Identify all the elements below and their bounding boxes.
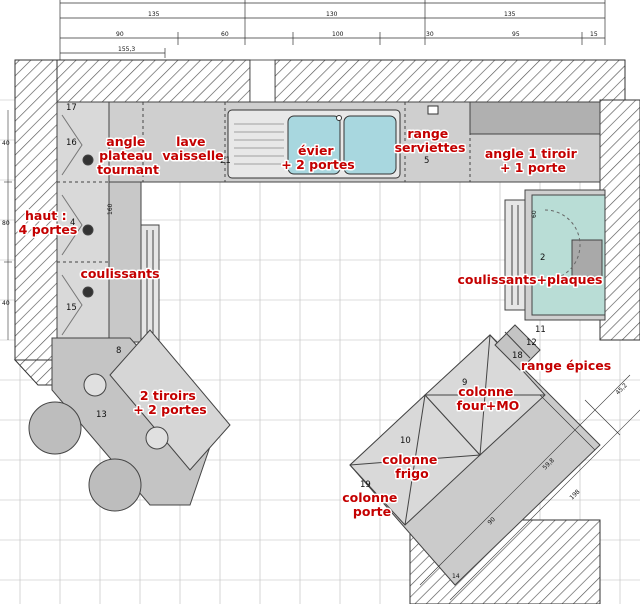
left-counter-drawers	[108, 181, 160, 343]
label-coulissants: coulissants	[80, 266, 159, 281]
num-5: 5	[424, 156, 429, 166]
dim-left-40b: 40	[2, 300, 10, 307]
num-12: 12	[526, 338, 537, 348]
walls	[13, 59, 640, 604]
tall-columns	[349, 324, 601, 586]
cabinet-numbers: 17 16 4 15 21 5 2 11 12 18 9 10 19 13 8	[66, 103, 546, 490]
num-21: 21	[220, 156, 231, 166]
label-angle-plateau: angle plateau tournant	[97, 134, 159, 177]
annotations: angle plateau tournant lave vaisselle év…	[17, 125, 612, 521]
dim-15: 15	[590, 31, 598, 38]
dim-30: 30	[426, 31, 434, 38]
island	[28, 329, 231, 512]
top-dimension-lines	[59, 0, 606, 60]
dim-14: 14	[452, 573, 460, 580]
label-lave-vaisselle: lave vaisselle	[162, 134, 223, 163]
dim-100: 100	[332, 31, 344, 38]
left-dimension-lines	[4, 110, 12, 340]
sink	[227, 109, 401, 179]
dim-90: 90	[116, 31, 124, 38]
dim-45-b: 45,2	[614, 382, 629, 397]
num-17: 17	[66, 103, 77, 113]
dim-135-right: 135	[504, 11, 516, 18]
num-13: 13	[96, 410, 107, 420]
label-colonne-four: colonne four+MO	[457, 384, 520, 413]
dim-155: 155,3	[118, 46, 135, 53]
left-wall-units	[56, 101, 110, 343]
num-15: 15	[66, 303, 77, 313]
num-11: 11	[535, 325, 546, 335]
label-range-epices: range épices	[521, 358, 611, 373]
label-colonne-porte: colonne porte	[342, 490, 402, 519]
num-2: 2	[540, 253, 545, 263]
dim-95: 95	[512, 31, 520, 38]
right-counter	[504, 189, 606, 321]
dim-60-v: 60	[531, 210, 538, 218]
num-10: 10	[400, 436, 411, 446]
dim-130: 130	[326, 11, 338, 18]
num-19: 19	[360, 480, 371, 490]
label-evier: évier + 2 portes	[281, 143, 354, 172]
towel-rack-handle	[427, 105, 439, 115]
window-opening	[249, 59, 276, 103]
diagonal-dimension-lines	[419, 374, 640, 601]
dim-198-a: 198	[568, 488, 581, 501]
num-4: 4	[70, 218, 75, 228]
label-2-tiroirs: 2 tiroirs + 2 portes	[133, 388, 206, 417]
label-angle-tiroir: angle 1 tiroir + 1 porte	[485, 146, 581, 175]
label-coulissants-plaques: coulissants+plaques	[457, 272, 602, 287]
label-colonne-frigo: colonne frigo	[382, 452, 442, 481]
dim-160: 160	[107, 203, 114, 215]
dim-135-left: 135	[148, 11, 160, 18]
dim-left-40a: 40	[2, 140, 10, 147]
num-9: 9	[462, 378, 467, 388]
top-dimension-labels: 135 130 135 90 60 100 30 95 15 155,3	[116, 11, 598, 53]
label-range-serviettes: range serviettes	[395, 126, 466, 155]
dim-left-80: 80	[2, 220, 10, 227]
dim-60: 60	[221, 31, 229, 38]
label-haut-portes: haut : 4 portes	[19, 208, 78, 237]
dim-90-b: 90	[486, 516, 496, 526]
num-16: 16	[66, 138, 77, 148]
num-8: 8	[116, 346, 121, 356]
num-18: 18	[512, 351, 523, 361]
